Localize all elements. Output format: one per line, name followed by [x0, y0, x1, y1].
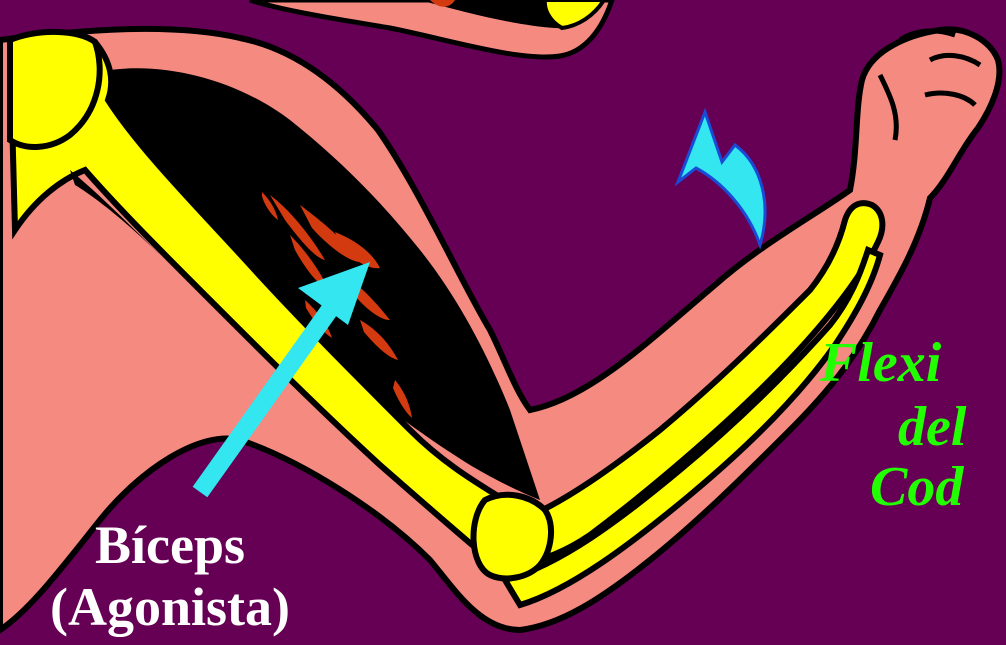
flexion-label: Flexi del Cod	[820, 335, 966, 515]
elbow-joint	[474, 495, 552, 579]
flexion-label-line1: Flexi	[820, 335, 966, 391]
biceps-label: Bíceps (Agonista)	[40, 518, 300, 634]
upper-arm-fragment	[250, 0, 612, 57]
flexion-label-line2: del	[820, 399, 966, 455]
biceps-label-line1: Bíceps	[40, 518, 300, 572]
curved-arrow-icon	[678, 112, 765, 245]
flexion-label-line3: Cod	[820, 459, 966, 515]
biceps-label-line2: (Agonista)	[40, 580, 300, 634]
